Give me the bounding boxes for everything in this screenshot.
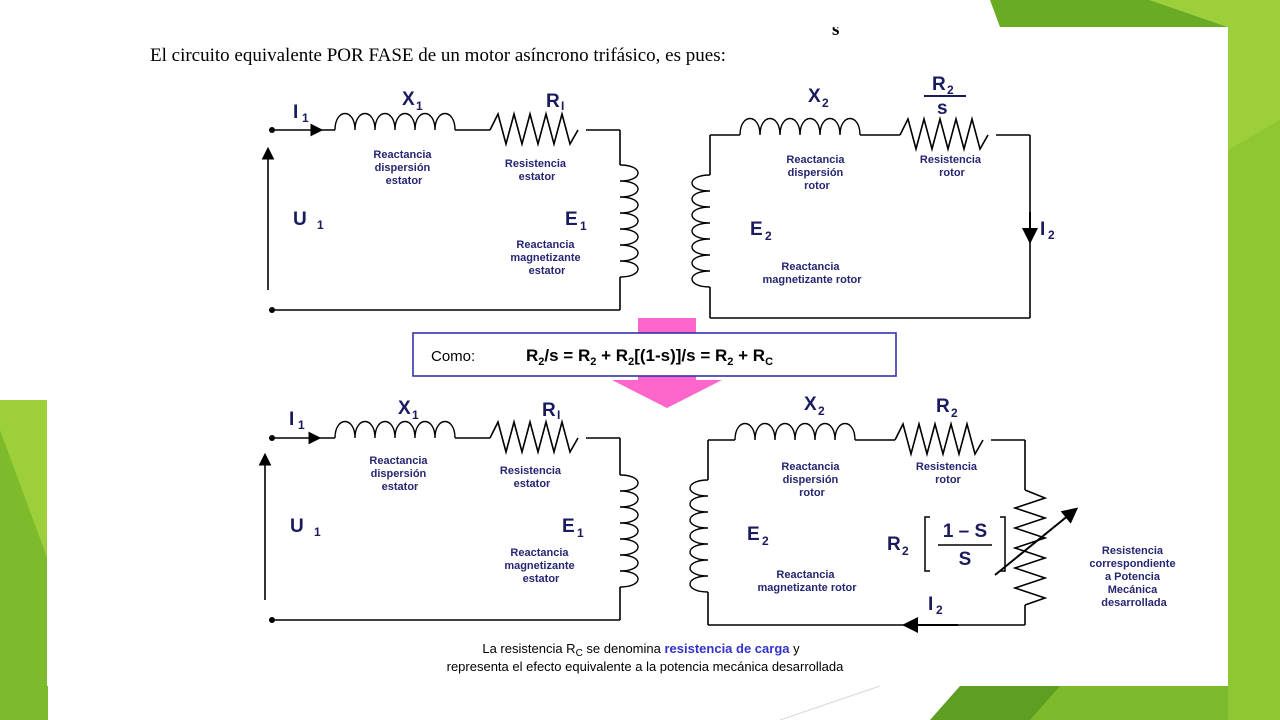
load-resistance-label: Resistencia correspondiente a Potencia M… — [1089, 545, 1178, 609]
stator-reactance-coil — [334, 112, 456, 131]
circuit-image: s El circuito equivalente POR FASE de un… — [47, 19, 1228, 686]
bottom-rotor-circuit: X 2 R 2 E 2 I 2 R 2 1 – S S Reactancia d… — [689, 394, 1178, 633]
bottom-stator-emf-sub: 1 — [577, 526, 584, 540]
stator-voltage-symbol: U — [293, 209, 307, 230]
bottom-rotor-current-sub: 2 — [936, 603, 943, 617]
bottom-rotor-resistance-label: Resistencia rotor — [916, 461, 980, 486]
rotor-reactance-sub: 2 — [822, 96, 829, 110]
footnote-line-2: representa el efecto equivalente a la po… — [447, 659, 845, 674]
stator-resistance-label: Resistencia estator — [505, 158, 569, 183]
rotor-resistance-num-sub: 2 — [947, 83, 954, 97]
bottom-rotor-reactance-sub: 2 — [818, 404, 825, 418]
bottom-rotor-resistance-zigzag — [894, 420, 984, 458]
bottom-stator-circuit: I 1 X 1 R I U 1 E 1 Reactancia dispersió… — [258, 398, 639, 623]
bottom-stator-magnetizing-coil — [619, 474, 639, 588]
bottom-rotor-current-symbol: I — [928, 594, 933, 615]
top-stator-circuit: I 1 X 1 R I U 1 E 1 Reactancia dispersió… — [261, 89, 639, 313]
heading-text: El circuito equivalente POR FASE de un m… — [150, 45, 726, 66]
stator-magnetizing-coil — [619, 164, 639, 278]
bottom-rotor-reactance-coil — [734, 422, 856, 441]
bottom-stator-resistance-symbol: R — [542, 400, 556, 421]
right-green-stripe — [1228, 120, 1280, 720]
rotor-resistance-num: R — [932, 74, 946, 95]
bottom-stator-reactance-sub: 1 — [412, 408, 419, 422]
load-formula-denominator: S — [959, 549, 972, 570]
equation-box — [412, 332, 897, 377]
stator-terminal-bottom — [269, 307, 275, 313]
load-formula-numerator: 1 – S — [943, 521, 987, 542]
equation-prefix: Como: — [431, 348, 475, 365]
bottom-stator-reactance-symbol: X — [398, 398, 411, 419]
load-formula-right-bracket — [1000, 516, 1006, 572]
rotor-magnetizing-coil — [691, 174, 711, 288]
top-right-dark-band — [990, 0, 1228, 27]
rotor-resistance-den: s — [937, 98, 948, 119]
load-resistance-zigzag — [1012, 489, 1048, 606]
load-formula-left-bracket — [924, 516, 930, 572]
equivalent-circuit-diagram: s El circuito equivalente POR FASE de un… — [150, 19, 1178, 674]
stator-resistance-sub: I — [561, 99, 564, 113]
bottom-rotor-reactance-label: Reactancia dispersión rotor — [781, 461, 842, 499]
stator-reactance-symbol: X — [402, 89, 415, 110]
bottom-stator-resistance-label: Resistencia estator — [500, 465, 564, 490]
bottom-faint-line — [779, 685, 881, 720]
bottom-stator-magnetizing-label: Reactancia magnetizante estator — [504, 547, 577, 585]
rotor-emf-sub: 2 — [765, 229, 772, 243]
bottom-stator-voltage-symbol: U — [290, 516, 304, 537]
stator-current-symbol: I — [293, 102, 298, 123]
bottom-rotor-magnetizing-label: Reactancia magnetizante rotor — [757, 569, 857, 594]
bottom-stator-current-symbol: I — [289, 409, 294, 430]
rotor-reactance-symbol: X — [808, 86, 821, 107]
rotor-reactance-label: Reactancia dispersión rotor — [786, 154, 847, 192]
load-variable-arrow — [994, 507, 1079, 576]
rotor-reactance-coil — [739, 117, 861, 136]
left-green-wedge — [0, 430, 48, 720]
stator-resistance-zigzag — [489, 110, 579, 148]
bottom-rotor-emf-sub: 2 — [762, 534, 769, 548]
bottom-rotor-emf-symbol: E — [747, 524, 760, 545]
footnote-line-1: La resistencia RC se denomina resistenci… — [482, 641, 800, 659]
bottom-stator-emf-symbol: E — [562, 516, 575, 537]
rotor-magnetizing-label: Reactancia magnetizante rotor — [762, 261, 862, 286]
bottom-rotor-resistance-sub: 2 — [951, 406, 958, 420]
bottom-stator-current-sub: 1 — [298, 418, 305, 432]
bottom-stator-resistance-zigzag — [489, 418, 579, 456]
bottom-stator-reactance-label: Reactancia dispersión estator — [369, 455, 430, 493]
heading-top-fragment: s — [832, 27, 839, 40]
stator-resistance-symbol: R — [546, 91, 560, 112]
stator-current-sub: 1 — [302, 111, 309, 125]
stator-voltage-sub: 1 — [317, 218, 324, 232]
bottom-stator-resistance-sub: I — [557, 408, 560, 422]
stator-emf-symbol: E — [565, 209, 578, 230]
rotor-emf-symbol: E — [750, 219, 763, 240]
bottom-stator-voltage-sub: 1 — [314, 525, 321, 539]
stator-reactance-label: Reactancia dispersión estator — [373, 149, 434, 187]
bottom-rotor-magnetizing-coil — [689, 479, 709, 593]
rotor-resistance-label: Resistencia rotor — [920, 154, 984, 179]
equation-formula: R2/s = R2 + R2[(1-s)]/s = R2 + RC — [526, 346, 773, 368]
top-rotor-circuit: X 2 R 2 s E 2 I 2 Reactancia dispersión … — [691, 74, 1055, 319]
bottom-rotor-reactance-symbol: X — [804, 394, 817, 415]
stator-reactance-sub: 1 — [416, 99, 423, 113]
rotor-current-symbol: I — [1040, 219, 1045, 240]
rotor-resistance-zigzag — [899, 115, 989, 153]
transition-arrow-head — [612, 380, 722, 408]
stator-magnetizing-label: Reactancia magnetizante estator — [510, 239, 583, 277]
load-formula-prefix: R — [887, 534, 901, 555]
stator-emf-sub: 1 — [580, 219, 587, 233]
bottom-stator-reactance-coil — [334, 420, 456, 439]
bottom-rotor-resistance-symbol: R — [936, 396, 950, 417]
load-formula-prefix-sub: 2 — [902, 544, 909, 558]
rotor-current-sub: 2 — [1048, 228, 1055, 242]
